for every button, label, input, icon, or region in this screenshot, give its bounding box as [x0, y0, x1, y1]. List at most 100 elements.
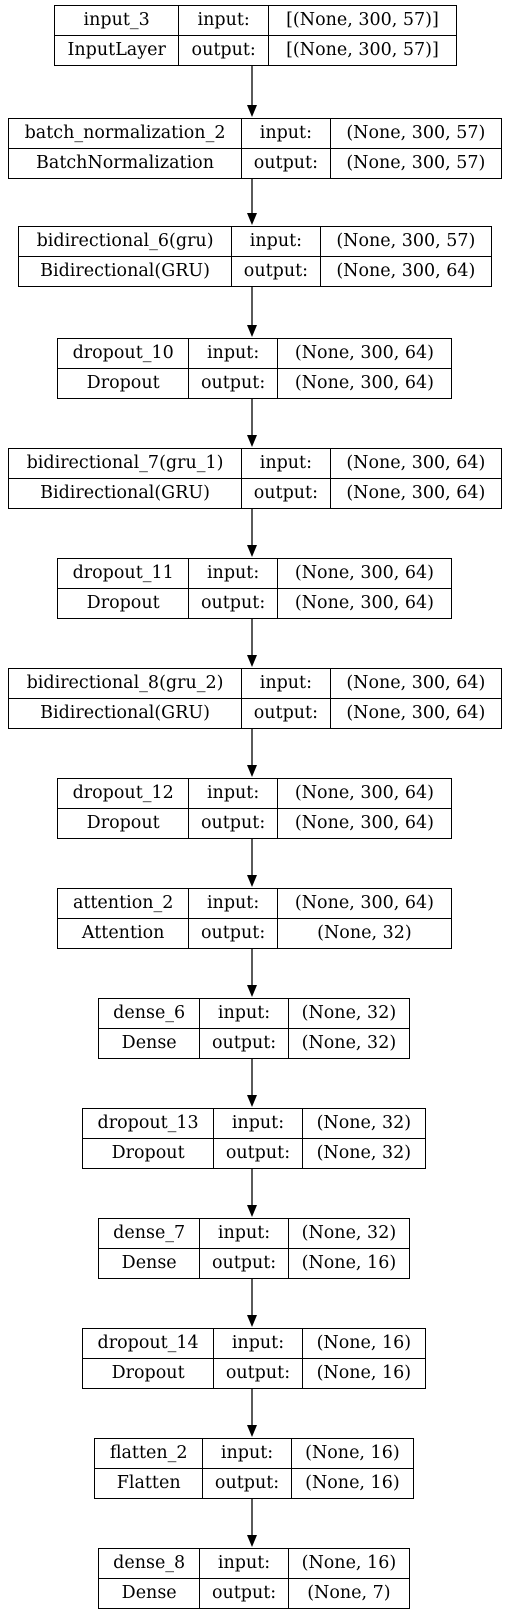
output-shape: (None, 300, 57) — [330, 148, 501, 178]
io-label-column: input:output: — [188, 559, 277, 618]
layer-type: InputLayer — [55, 35, 179, 65]
input-shape: (None, 300, 57) — [336, 230, 476, 251]
layer-node-bidirectional-7-gru-1: bidirectional_7(gru_1) Bidirectional(GRU)… — [8, 448, 502, 509]
shape-column: (None, 32)(None, 16) — [287, 1219, 409, 1278]
edge-arrowhead — [247, 545, 257, 557]
output-shape: (None, 300, 64) — [277, 368, 451, 398]
output-shape: (None, 300, 64) — [277, 588, 451, 618]
edge-arrowhead — [247, 1315, 257, 1327]
input-shape: (None, 300, 64) — [294, 892, 434, 913]
output-shape: (None, 300, 64) — [320, 256, 491, 286]
layer-name: bidirectional_7(gru_1) — [26, 452, 224, 473]
shape-column: (None, 300, 64) (None, 300, 64) — [276, 559, 451, 618]
input-label: input: — [217, 1002, 271, 1023]
layer-node-bidirectional-8-gru-2: bidirectional_8(gru_2)Bidirectional(GRU)… — [8, 668, 502, 729]
layer-type: Attention — [58, 918, 189, 948]
input-label: input: — [259, 452, 312, 473]
input-label: input: — [197, 9, 250, 30]
output-shape: (None, 300, 64) — [330, 698, 501, 728]
input-shape: (None, 300, 64) — [294, 342, 434, 363]
output-shape: (None, 16) — [302, 1358, 425, 1388]
layer-name: bidirectional_6(gru) — [36, 230, 214, 251]
output-label: output: — [179, 35, 268, 65]
input-label: input: — [231, 1112, 285, 1133]
edge-arrowhead — [247, 765, 257, 777]
input-shape: (None, 300, 64) — [294, 782, 434, 803]
io-label-column: input:output: — [188, 889, 277, 948]
io-label-column: input: output: — [188, 339, 277, 398]
input-shape: (None, 300, 57) — [346, 122, 486, 143]
output-label: output: — [242, 148, 330, 178]
shape-column: (None, 300, 64) (None, 300, 64) — [276, 779, 451, 838]
output-label: output: — [189, 808, 277, 838]
layer-type: Dense — [99, 1578, 200, 1608]
edge-arrowhead — [247, 435, 257, 447]
output-shape: [(None, 300, 57)] — [268, 35, 456, 65]
edge-arrowhead — [247, 1205, 257, 1217]
layer-name: dense_6 — [113, 1002, 186, 1023]
output-label: output: — [203, 1468, 291, 1498]
io-label-column: input:output: — [213, 1329, 302, 1388]
input-label: input: — [259, 672, 312, 693]
layer-identity-column: bidirectional_6(gru) Bidirectional(GRU) — [19, 227, 232, 286]
output-label: output: — [200, 1248, 288, 1278]
layer-type: Bidirectional(GRU) — [9, 478, 242, 508]
shape-column: (None, 300, 64)(None, 300, 64) — [329, 449, 501, 508]
layer-name: dense_7 — [113, 1222, 186, 1243]
shape-column: (None, 16)(None, 7) — [287, 1549, 409, 1608]
output-shape: (None, 300, 64) — [277, 808, 451, 838]
io-label-column: input:output: — [199, 1549, 288, 1608]
shape-column: [(None, 300, 57)][(None, 300, 57)] — [267, 6, 456, 65]
output-shape: (None, 16) — [288, 1248, 409, 1278]
layer-type: Bidirectional(GRU) — [19, 256, 232, 286]
input-label: input: — [217, 1552, 271, 1573]
layer-name: dropout_13 — [97, 1112, 199, 1133]
edge-arrowhead — [247, 105, 257, 117]
layer-type: Dense — [99, 1028, 200, 1058]
input-shape: (None, 300, 64) — [346, 452, 486, 473]
io-label-column: input: output: — [199, 999, 288, 1058]
edge-arrowhead — [247, 985, 257, 997]
input-shape: (None, 32) — [316, 1112, 412, 1133]
layer-type: Bidirectional(GRU) — [9, 698, 242, 728]
shape-column: (None, 300, 64) (None, 300, 64) — [276, 339, 451, 398]
shape-column: (None, 300, 57) (None, 300, 57) — [329, 119, 501, 178]
shape-column: (None, 300, 64)(None, 300, 64) — [329, 669, 501, 728]
input-shape: (None, 32) — [301, 1002, 397, 1023]
output-label: output: — [200, 1028, 288, 1058]
io-label-column: input: output: — [241, 119, 330, 178]
layer-identity-column: bidirectional_8(gru_2)Bidirectional(GRU) — [9, 669, 242, 728]
edge-arrowhead — [247, 875, 257, 887]
output-label: output: — [189, 588, 277, 618]
input-shape: (None, 300, 64) — [294, 562, 434, 583]
output-shape: (None, 7) — [288, 1578, 409, 1608]
layer-name: attention_2 — [72, 892, 174, 913]
edge-arrowhead — [247, 213, 257, 225]
io-label-column: input:output: — [241, 669, 330, 728]
layer-type: Dense — [99, 1248, 200, 1278]
layer-name: input_3 — [83, 9, 150, 30]
input-label: input: — [206, 782, 260, 803]
layer-type: Flatten — [95, 1468, 203, 1498]
input-label: input: — [206, 342, 260, 363]
input-label: input: — [259, 122, 312, 143]
layer-name: dense_8 — [113, 1552, 186, 1573]
io-label-column: input:output: — [241, 449, 330, 508]
input-shape: (None, 16) — [305, 1442, 400, 1463]
output-shape: (None, 32) — [302, 1138, 425, 1168]
output-label: output: — [189, 368, 277, 398]
